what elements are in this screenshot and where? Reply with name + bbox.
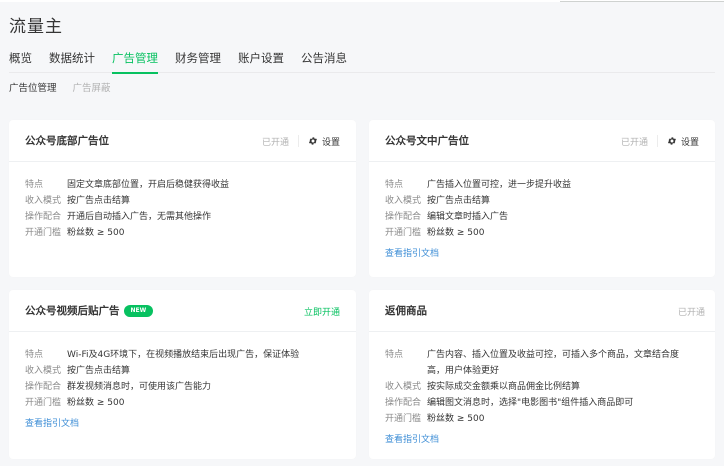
guide-doc-link[interactable]: 查看指引文档 (385, 249, 440, 259)
top-ruler (560, 0, 724, 2)
label-operation: 操作配合 (25, 212, 62, 222)
label-threshold: 开通门槛 (25, 228, 62, 238)
label-feature: 特点 (25, 350, 44, 360)
value-threshold: 粉丝数 ≥ 500 (67, 398, 125, 408)
settings-label: 设置 (680, 137, 699, 148)
value-income-mode: 按广告点击结算 (67, 366, 131, 376)
app-title: 流量主 (9, 17, 63, 37)
settings-button[interactable]: 设置 (308, 135, 340, 148)
status-enabled: 已开通 (677, 307, 705, 318)
label-income-mode: 收入模式 (385, 382, 422, 392)
status-enabled: 已开通 (261, 137, 289, 148)
info-row-threshold: 开通门槛粉丝数 ≥ 500 (385, 411, 699, 427)
info-row-income: 收入模式按广告点击结算 (25, 363, 340, 379)
label-threshold: 开通门槛 (385, 228, 422, 238)
card-header: 公众号文中广告位 已开通 设置 (369, 120, 715, 162)
info-row-feature: 特点 广告内容、插入位置及收益可控，可插入多个商品，文章结合度高，用户体验更好 (385, 347, 699, 379)
info-row-income: 收入模式按实际成交金额乘以商品佣金比例结算 (385, 379, 699, 395)
value-operation: 编辑文章时插入广告 (427, 212, 509, 222)
info-row-threshold: 开通门槛粉丝数 ≥ 500 (25, 395, 340, 411)
info-row-operation: 操作配合开通后自动插入广告，无需其他操作 (25, 209, 340, 225)
info-row-income: 收入模式按广告点击结算 (25, 193, 340, 209)
info-row-operation: 操作配合编辑图文消息时，选择"电影图书"组件插入商品即可 (385, 395, 699, 411)
value-operation: 群发视频消息时，可使用该广告能力 (67, 382, 212, 392)
card-commission-products: 返佣商品 已开通 特点 广告内容、插入位置及收益可控，可插入多个商品，文章结合度高… (369, 290, 715, 459)
settings-button[interactable]: 设置 (667, 135, 699, 148)
label-operation: 操作配合 (25, 382, 62, 392)
status-enabled: 已开通 (620, 137, 648, 148)
info-row-feature: 特点 广告插入位置可控，进一步提升收益 (385, 177, 699, 193)
value-threshold: 粉丝数 ≥ 500 (427, 414, 485, 424)
label-feature: 特点 (385, 180, 404, 190)
tab-account-settings[interactable]: 账户设置 (238, 51, 284, 65)
card-title: 公众号底部广告位 (25, 135, 109, 147)
main-nav-tabs: 概览 数据统计 广告管理 财务管理 账户设置 公告消息 (9, 49, 715, 74)
value-income-mode: 按广告点击结算 (67, 196, 131, 206)
value-operation: 开通后自动插入广告，无需其他操作 (67, 212, 212, 222)
value-feature: 广告插入位置可控，进一步提升收益 (427, 180, 572, 190)
label-threshold: 开通门槛 (385, 414, 422, 424)
value-threshold: 粉丝数 ≥ 500 (67, 228, 125, 238)
card-title: 返佣商品 (385, 305, 427, 317)
subtab-ad-blocking[interactable]: 广告屏蔽 (72, 83, 111, 94)
value-feature: 广告内容、插入位置及收益可控，可插入多个商品，文章结合度高，用户体验更好 (427, 350, 680, 376)
tab-overview[interactable]: 概览 (9, 51, 32, 65)
label-threshold: 开通门槛 (25, 398, 62, 408)
label-operation: 操作配合 (385, 212, 422, 222)
card-actions: 已开通 设置 (621, 120, 699, 162)
top-strip (0, 0, 724, 2)
activate-now-button[interactable]: 立即开通 (303, 307, 340, 318)
tab-finance[interactable]: 财务管理 (175, 51, 221, 65)
info-row-operation: 操作配合编辑文章时插入广告 (385, 209, 699, 225)
value-feature: 固定文章底部位置，开启后稳健获得收益 (67, 180, 230, 190)
card-header: 公众号底部广告位 已开通 设置 (9, 120, 356, 162)
card-body: 特点 固定文章底部位置，开启后稳健获得收益 收入模式按广告点击结算 操作配合开通后… (9, 162, 356, 241)
divider (656, 135, 658, 147)
guide-doc-link[interactable]: 查看指引文档 (385, 435, 440, 445)
card-title: 公众号文中广告位 (385, 135, 469, 147)
tab-ad-management[interactable]: 广告管理 (112, 49, 158, 74)
value-operation: 编辑图文消息时，选择"电影图书"组件插入商品即可 (427, 398, 634, 408)
card-body: 特点 广告内容、插入位置及收益可控，可插入多个商品，文章结合度高，用户体验更好 收… (369, 332, 715, 446)
gear-icon (667, 137, 676, 145)
gear-icon (308, 137, 317, 145)
label-income-mode: 收入模式 (25, 196, 62, 206)
value-income-mode: 按实际成交金额乘以商品佣金比例结算 (427, 382, 581, 392)
card-actions: 立即开通 (304, 290, 340, 332)
subtab-ad-slot-management[interactable]: 广告位管理 (9, 83, 57, 94)
settings-label: 设置 (321, 137, 340, 148)
divider (297, 135, 299, 147)
guide-doc-link[interactable]: 查看指引文档 (25, 419, 80, 429)
tab-announcements[interactable]: 公告消息 (301, 51, 347, 65)
new-badge: NEW (123, 305, 154, 317)
label-feature: 特点 (385, 350, 404, 360)
info-row-threshold: 开通门槛粉丝数 ≥ 500 (25, 225, 340, 241)
info-row-threshold: 开通门槛粉丝数 ≥ 500 (385, 225, 699, 241)
info-row-feature: 特点 固定文章底部位置，开启后稳健获得收益 (25, 177, 340, 193)
label-income-mode: 收入模式 (385, 196, 422, 206)
card-actions: 已开通 设置 (262, 120, 340, 162)
card-bottom-ad-slot: 公众号底部广告位 已开通 设置 特点 固定文章底部位置，开启后稳健获得收益 收入模… (9, 120, 356, 277)
info-row-operation: 操作配合群发视频消息时，可使用该广告能力 (25, 379, 340, 395)
label-feature: 特点 (25, 180, 44, 190)
card-body: 特点 广告插入位置可控，进一步提升收益 收入模式按广告点击结算 操作配合编辑文章时… (369, 162, 715, 260)
value-feature: Wi-Fi及4G环境下，在视频播放结束后出现广告，保证体验 (67, 350, 300, 360)
sub-nav-tabs: 广告位管理 广告屏蔽 (9, 80, 127, 94)
label-operation: 操作配合 (385, 398, 422, 408)
card-title-text: 公众号视频后贴广告 (25, 305, 120, 317)
label-income-mode: 收入模式 (25, 366, 62, 376)
card-actions: 已开通 (678, 290, 705, 332)
card-in-article-ad-slot: 公众号文中广告位 已开通 设置 特点 广告插入位置可控，进一步提升收益 收入模式按… (369, 120, 715, 277)
card-header: 返佣商品 已开通 (369, 290, 715, 332)
tab-statistics[interactable]: 数据统计 (49, 51, 95, 65)
card-body: 特点 Wi-Fi及4G环境下，在视频播放结束后出现广告，保证体验 收入模式按广告点… (9, 332, 356, 430)
value-income-mode: 按广告点击结算 (427, 196, 491, 206)
value-threshold: 粉丝数 ≥ 500 (427, 228, 485, 238)
info-row-income: 收入模式按广告点击结算 (385, 193, 699, 209)
info-row-feature: 特点 Wi-Fi及4G环境下，在视频播放结束后出现广告，保证体验 (25, 347, 340, 363)
